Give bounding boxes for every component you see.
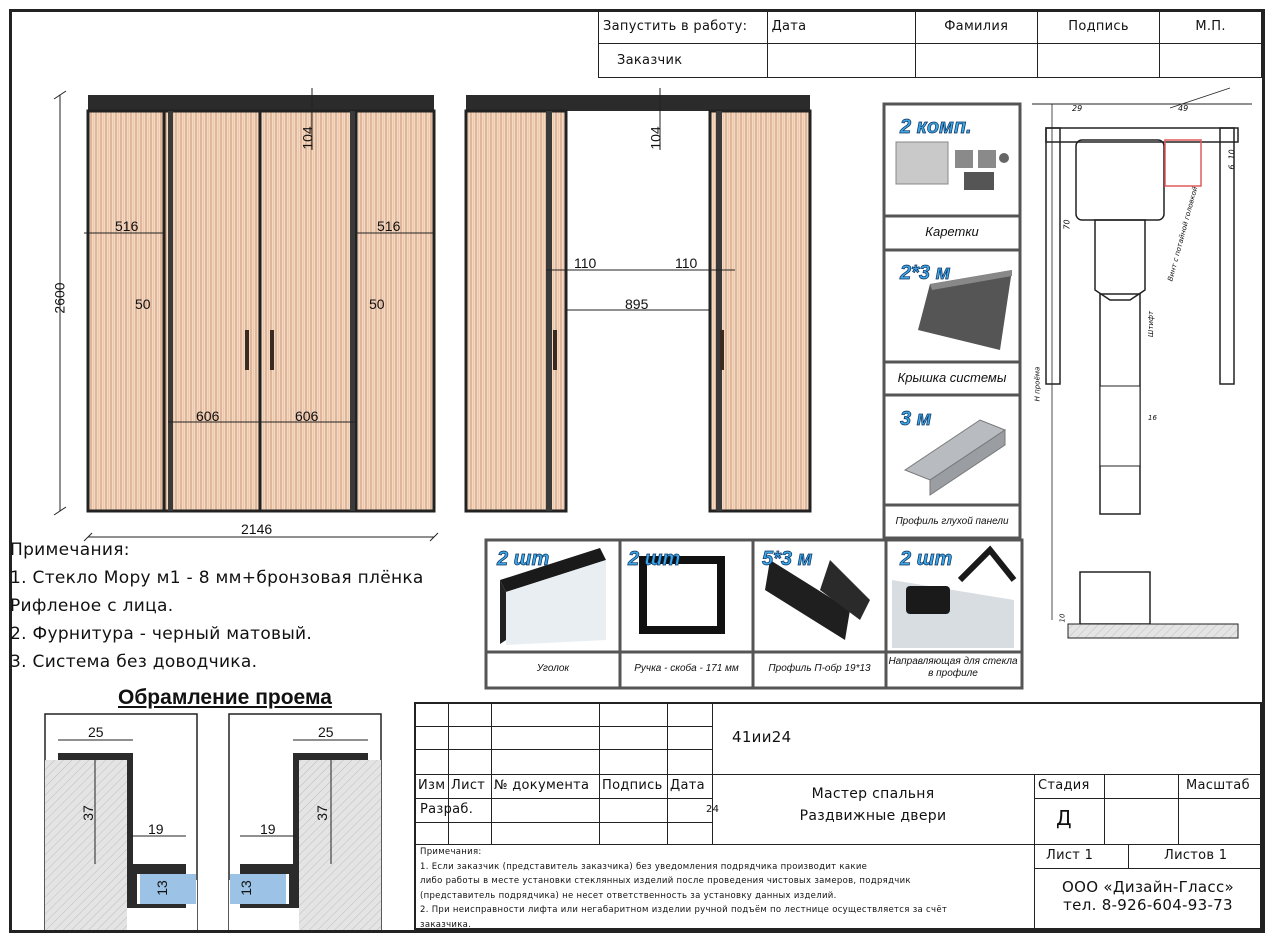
dim-door-right: 606 xyxy=(295,408,319,424)
badge-corner: 2 шт xyxy=(497,548,550,571)
scale-label: Масштаб xyxy=(1186,778,1250,793)
system-cross-section xyxy=(1032,87,1252,639)
label-handle: Ручка - скоба - 171 мм xyxy=(634,663,739,674)
col-date: Дата xyxy=(670,778,705,793)
section-dim-70: 70 xyxy=(1062,219,1072,230)
notes-block: Примечания: 1. Стекло Мору м1 - 8 мм+бро… xyxy=(10,540,424,680)
framing-left-37: 37 xyxy=(79,805,96,821)
note-line-1: 1. Стекло Мору м1 - 8 мм+бронзовая плёнк… xyxy=(10,568,424,588)
framing-left-19: 19 xyxy=(148,821,164,837)
dim-opening-right: 110 xyxy=(675,255,698,271)
note-line-2: Рифленое с лица. xyxy=(10,596,174,616)
open-doors-elevation xyxy=(464,88,812,513)
corner-photo xyxy=(500,548,606,645)
dim-height: 2600 xyxy=(51,282,68,314)
notes-title: Примечания: xyxy=(10,540,130,560)
framing-title: Обрамление проема xyxy=(118,686,332,709)
section-dim-6-10: 6..10 xyxy=(1227,149,1237,170)
company-name: ООО «Дизайн-Гласс» xyxy=(1062,878,1234,896)
glass-guide-photo xyxy=(892,545,1017,648)
stage-value: Д xyxy=(1056,806,1072,830)
project-line-1: Мастер спальня xyxy=(811,786,935,802)
badge-u-profile: 5*3 м xyxy=(762,548,813,571)
badge-carriages: 2 комп. xyxy=(900,116,972,139)
legal-note-line: либо работы в месте установки стеклянных… xyxy=(420,876,911,886)
handle-photo xyxy=(639,556,725,634)
badge-glass-guide: 2 шт xyxy=(900,548,953,571)
framing-right-section xyxy=(228,713,382,931)
razrab-label: Разраб. xyxy=(420,802,474,817)
section-dim-29: 29 xyxy=(1072,104,1083,113)
section-dim-10: 10 xyxy=(1058,613,1067,623)
col-list: Лист xyxy=(451,778,486,793)
dim-door-left: 606 xyxy=(196,408,220,424)
legal-note-line: 1. Если заказчик (представитель заказчик… xyxy=(420,861,868,872)
dim-width: 2146 xyxy=(241,521,273,537)
dim-side-right: 516 xyxy=(377,218,401,234)
framing-right-25: 25 xyxy=(318,724,334,740)
framing-right-19: 19 xyxy=(260,821,276,837)
label-cover: Крышка системы xyxy=(897,370,1007,385)
closed-doors-elevation xyxy=(53,88,439,542)
framing-right-13: 13 xyxy=(237,880,254,896)
stage-label: Стадия xyxy=(1038,778,1090,793)
legal-note-line: (представитель подрядчика) не несет отве… xyxy=(420,890,837,901)
carriage-kit-photo xyxy=(895,141,1009,190)
title-block: 41ии24 Изм Лист № документа Подпись Дата… xyxy=(414,702,1262,930)
company-phone: тел. 8-926-604-93-73 xyxy=(1063,896,1233,914)
date-fragment: 24 xyxy=(706,804,720,815)
framing-left-25: 25 xyxy=(88,724,104,740)
order-code: 41ии24 xyxy=(732,728,792,746)
customer-label: Заказчик xyxy=(598,43,768,78)
label-panel-profile: Профиль глухой панели xyxy=(895,516,1009,527)
label-carriages: Каретки xyxy=(925,224,979,239)
framing-right-37: 37 xyxy=(313,805,330,821)
section-dim-49: 49 xyxy=(1178,104,1189,113)
label-u-profile: Профиль П-обр 19*13 xyxy=(768,663,871,674)
dim-gap-right: 50 xyxy=(369,296,385,312)
dim-opening-left: 110 xyxy=(574,255,597,271)
fixed-panel-profile-photo xyxy=(903,419,1007,496)
label-corner: Уголок xyxy=(536,663,570,674)
note-line-4: 3. Система без доводчика. xyxy=(10,652,258,672)
sheets-count: Листов 1 xyxy=(1164,848,1228,863)
customer-surname-cell xyxy=(914,43,1038,78)
framing-left-section xyxy=(44,713,198,931)
col-sign: Подпись xyxy=(602,778,663,793)
badge-cover: 2*3 м xyxy=(900,262,951,285)
section-pin-label: Штифт xyxy=(1147,310,1156,338)
components-frame xyxy=(484,102,1024,690)
section-dim-16: 16 xyxy=(1148,414,1157,422)
customer-signature-cell xyxy=(1036,43,1161,78)
badge-panel-profile: 3 м xyxy=(900,408,932,431)
legal-note-line: 2. При неисправности лифта или негабарит… xyxy=(420,905,948,915)
badge-handle: 2 шт xyxy=(628,548,681,571)
col-doc: № документа xyxy=(494,778,590,793)
u-profile-photo xyxy=(765,560,870,640)
project-line-2: Раздвижные двери xyxy=(799,808,947,824)
dim-top-right: 104 xyxy=(647,126,664,150)
dim-top-left: 104 xyxy=(299,126,316,150)
customer-stamp-cell xyxy=(1159,43,1262,78)
dim-gap-left: 50 xyxy=(135,296,151,312)
legal-notes: Примечания: 1. Если заказчик (представит… xyxy=(420,845,1032,932)
sheet-number: Лист 1 xyxy=(1046,848,1094,863)
legal-note-line: заказчика. xyxy=(420,919,472,930)
section-opening-height: Н проёма xyxy=(1033,366,1042,402)
col-izm: Изм xyxy=(418,778,446,793)
system-cover-photo xyxy=(918,270,1012,350)
label-glass-guide: Направляющая для стекла в профиле xyxy=(888,656,1018,679)
dim-opening-width: 895 xyxy=(625,296,649,312)
date-header: Дата xyxy=(766,9,916,44)
legal-notes-title: Примечания: xyxy=(420,847,482,857)
dim-side-left: 516 xyxy=(115,218,139,234)
framing-left-13: 13 xyxy=(153,880,170,896)
note-line-3: 2. Фурнитура - черный матовый. xyxy=(10,624,313,644)
